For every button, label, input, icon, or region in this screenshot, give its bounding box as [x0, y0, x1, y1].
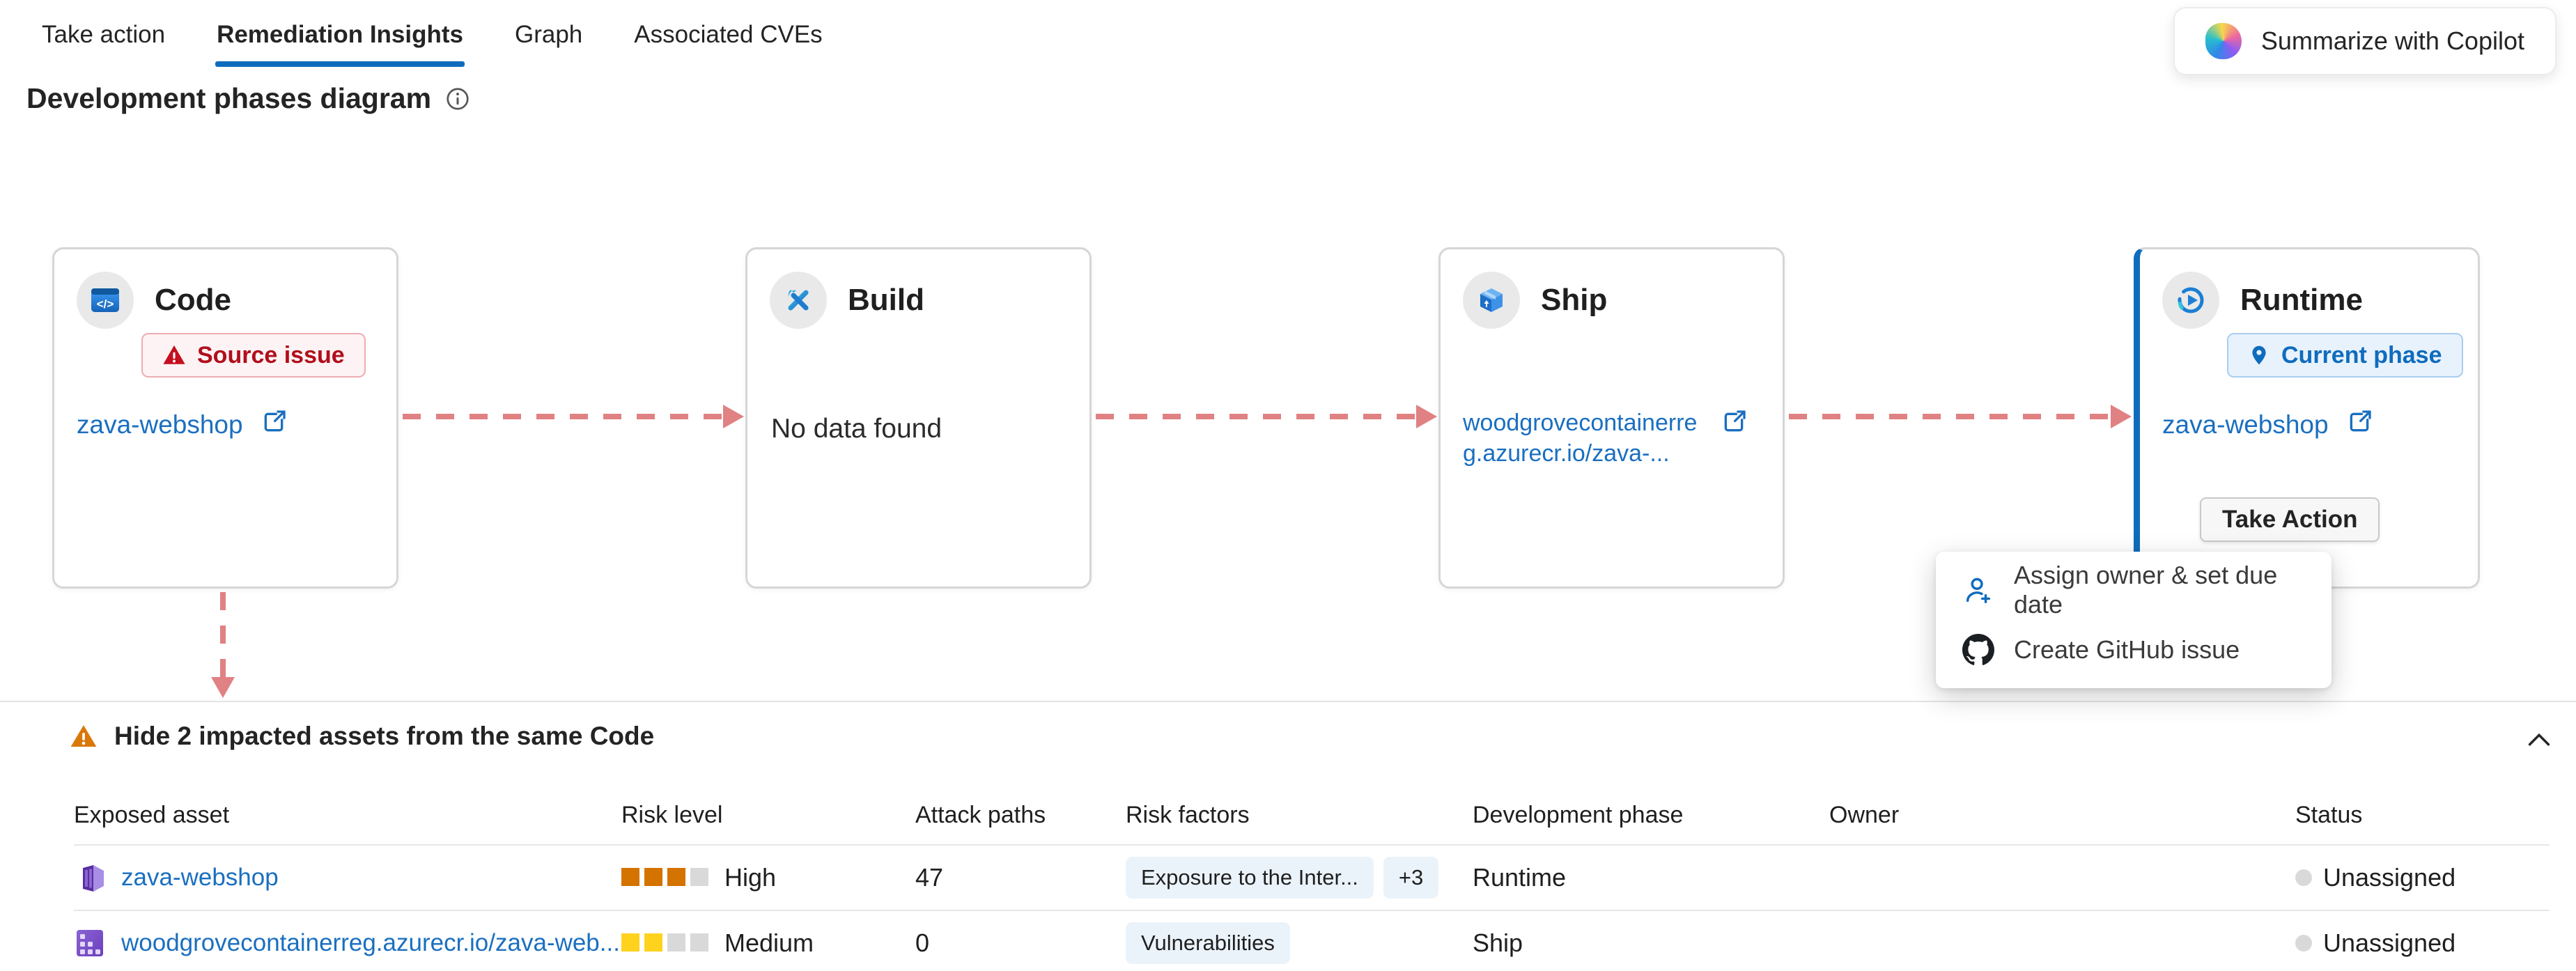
external-link-icon [1720, 408, 1748, 436]
asset-link[interactable]: zava-webshop [74, 862, 621, 894]
person-add-icon [1962, 574, 1994, 606]
impacted-assets-toggle[interactable]: Hide 2 impacted assets from the same Cod… [70, 722, 654, 751]
table-header-row: Exposed asset Risk level Attack paths Ri… [74, 786, 2550, 844]
link-text: woodgrovecontainerreg.azurecr.io/zava-..… [1463, 410, 1698, 467]
runtime-asset-link[interactable]: zava-webshop [2162, 408, 2373, 441]
risk-factors-cell: Vulnerabilities [1126, 922, 1473, 964]
status-cell: Unassigned [2295, 863, 2550, 892]
impacted-assets-toggle-label: Hide 2 impacted assets from the same Cod… [114, 722, 655, 750]
risk-level-cell: High [621, 863, 915, 892]
container-app-icon [74, 862, 106, 894]
menu-item-create-github-issue[interactable]: Create GitHub issue [1936, 620, 2331, 680]
link-text: zava-webshop [2162, 410, 2329, 439]
link-text: zava-webshop [77, 410, 243, 439]
badge-label: Source issue [197, 341, 345, 368]
section-title-text: Development phases diagram [26, 82, 432, 114]
phase-card-build: Build No data found [745, 247, 1092, 589]
ship-icon [1463, 272, 1520, 329]
arrow-build-to-ship [1096, 405, 1437, 428]
risk-level-bar [621, 929, 713, 958]
build-empty-text: No data found [771, 414, 942, 444]
risk-level-label: High [724, 863, 777, 892]
phase-name: Code [155, 283, 231, 317]
external-link-icon [2345, 408, 2373, 436]
ship-asset-link[interactable]: woodgrovecontainerreg.azurecr.io/zava-..… [1463, 408, 1748, 469]
copilot-button-label: Summarize with Copilot [2260, 26, 2524, 55]
copilot-icon [2205, 23, 2242, 59]
phase-card-header: Ship [1463, 272, 1607, 329]
current-phase-badge: Current phase [2227, 333, 2463, 378]
summarize-with-copilot-button[interactable]: Summarize with Copilot [2173, 7, 2556, 75]
impacted-assets-table: Exposed asset Risk level Attack paths Ri… [74, 786, 2550, 971]
risk-factor-more-tag[interactable]: +3 [1383, 857, 1439, 899]
attack-paths-cell: 47 [915, 863, 944, 892]
status-dot [2295, 935, 2312, 951]
badge-label: Current phase [2281, 341, 2442, 368]
attack-paths-cell: 0 [915, 929, 930, 957]
tab-take-action[interactable]: Take action [42, 21, 166, 48]
external-link-icon [260, 408, 288, 436]
phase-card-header: Runtime [2162, 272, 2363, 329]
menu-item-label: Assign owner & set due date [2014, 561, 2278, 619]
warning-triangle-icon [162, 343, 186, 367]
phase-name: Ship [1541, 283, 1608, 317]
phase-name: Build [848, 283, 924, 317]
asset-name: zava-webshop [121, 864, 279, 891]
container-registry-icon [74, 927, 106, 959]
development-phase-cell: Ship [1473, 929, 1523, 957]
phase-card-code: </> Code Source issue zava-webshop [52, 247, 398, 589]
column-header-exposed-asset: Exposed asset [74, 801, 230, 828]
risk-factor-tag: Vulnerabilities [1126, 922, 1290, 964]
svg-text:</>: </> [97, 297, 114, 311]
phase-card-header: Build [770, 272, 924, 329]
risk-factor-tag: Exposure to the Inter... [1126, 857, 1374, 899]
risk-level-cell: Medium [621, 929, 915, 958]
code-asset-link[interactable]: zava-webshop [77, 408, 288, 441]
column-header-attack-paths: Attack paths [915, 801, 1046, 828]
status-dot [2295, 869, 2312, 886]
table-row: zava-webshop High 47 Exposure to the Int… [74, 844, 2550, 910]
take-action-menu: Assign owner & set due date Create GitHu… [1936, 552, 2331, 688]
arrow-ship-to-runtime [1789, 405, 2132, 428]
risk-level-label: Medium [724, 929, 814, 957]
development-phase-cell: Runtime [1473, 863, 1567, 892]
column-header-risk-factors: Risk factors [1126, 801, 1250, 828]
column-header-status: Status [2295, 801, 2363, 828]
section-divider [0, 701, 2576, 702]
column-header-owner: Owner [1829, 801, 1900, 828]
phase-card-runtime: Runtime Current phase zava-webshop Take … [2134, 247, 2480, 589]
tab-bar: Take action Remediation Insights Graph A… [40, 11, 824, 67]
warning-icon [70, 722, 98, 750]
status-label: Unassigned [2323, 863, 2456, 892]
tab-graph[interactable]: Graph [515, 21, 583, 48]
arrow-code-to-build [403, 405, 744, 428]
github-icon [1962, 634, 1994, 666]
tab-remediation-insights[interactable]: Remediation Insights [215, 11, 465, 67]
menu-item-label: Create GitHub issue [2014, 635, 2240, 664]
table-row: woodgrovecontainerreg.azurecr.io/zava-we… [74, 910, 2550, 971]
column-header-development-phase: Development phase [1473, 801, 1684, 828]
asset-name: woodgrovecontainerreg.azurecr.io/zava-we… [121, 929, 620, 956]
info-icon[interactable] [445, 86, 470, 111]
runtime-icon [2162, 272, 2219, 329]
code-icon: </> [77, 272, 134, 329]
status-cell: Unassigned [2295, 929, 2550, 958]
phase-name: Runtime [2240, 283, 2363, 317]
phase-card-ship: Ship woodgrovecontainerreg.azurecr.io/za… [1438, 247, 1785, 589]
page-title: Development phases diagram [26, 82, 470, 115]
risk-factors-cell: Exposure to the Inter... +3 [1126, 857, 1473, 899]
phase-card-header: </> Code [77, 272, 231, 329]
status-label: Unassigned [2323, 929, 2456, 957]
take-action-button[interactable]: Take Action [2200, 497, 2380, 542]
menu-item-assign-owner[interactable]: Assign owner & set due date [1936, 560, 2331, 620]
tab-associated-cves[interactable]: Associated CVEs [634, 21, 823, 48]
location-pin-icon [2248, 344, 2270, 366]
risk-level-bar [621, 863, 713, 892]
source-issue-badge: Source issue [141, 333, 366, 378]
asset-link[interactable]: woodgrovecontainerreg.azurecr.io/zava-we… [74, 927, 621, 959]
chevron-up-icon[interactable] [2523, 724, 2555, 756]
build-icon [770, 272, 827, 329]
arrow-code-to-assets [210, 592, 235, 698]
column-header-risk-level: Risk level [621, 801, 723, 828]
